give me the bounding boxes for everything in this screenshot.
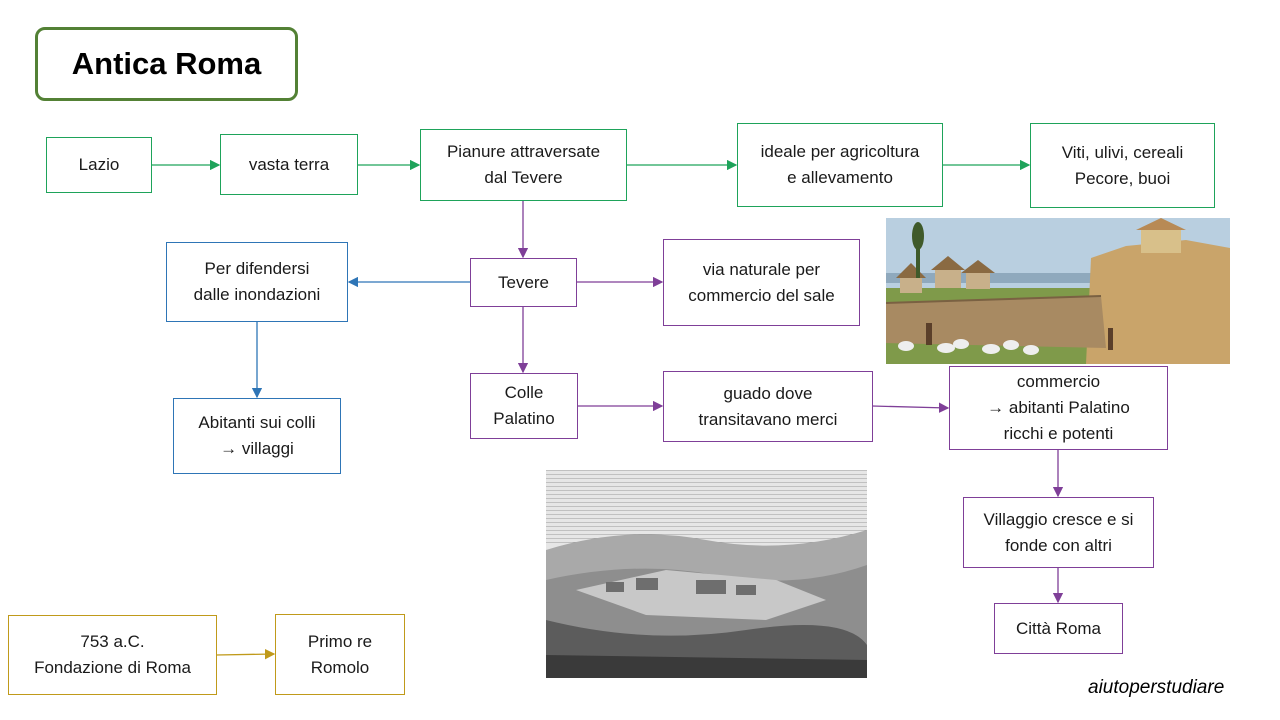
node-guado: guado dove transitavano merci — [663, 371, 873, 442]
node-colle-palatino: Colle Palatino — [470, 373, 578, 439]
node-lazio: Lazio — [46, 137, 152, 193]
node-ideale: ideale per agricoltura e allevamento — [737, 123, 943, 207]
node-commercio: commercio → abitanti Palatino ricchi e p… — [949, 366, 1168, 450]
node-fondazione: 753 a.C. Fondazione di Roma — [8, 615, 217, 695]
node-vasta-terra: vasta terra — [220, 134, 358, 195]
illustration-engraving-landscape — [546, 470, 867, 678]
credit-label: aiutoperstudiare — [1088, 677, 1225, 698]
node-abitanti-colli: Abitanti sui colli → villaggi — [173, 398, 341, 474]
node-villaggio: Villaggio cresce e si fonde con altri — [963, 497, 1154, 568]
node-difendersi: Per difendersi dalle inondazioni — [166, 242, 348, 322]
node-via-naturale: via naturale per commercio del sale — [663, 239, 860, 326]
node-pianure: Pianure attraversate dal Tevere — [420, 129, 627, 201]
page-title: Antica Roma — [35, 27, 298, 101]
node-primo-re: Primo re Romolo — [275, 614, 405, 695]
node-citta-roma: Città Roma — [994, 603, 1123, 654]
arrow-guado-commercio — [871, 402, 950, 413]
arrow-fondazione-primo-re — [215, 648, 276, 660]
node-viti: Viti, ulivi, cereali Pecore, buoi — [1030, 123, 1215, 208]
node-tevere: Tevere — [470, 258, 577, 307]
illustration-palatine-village — [886, 218, 1230, 364]
